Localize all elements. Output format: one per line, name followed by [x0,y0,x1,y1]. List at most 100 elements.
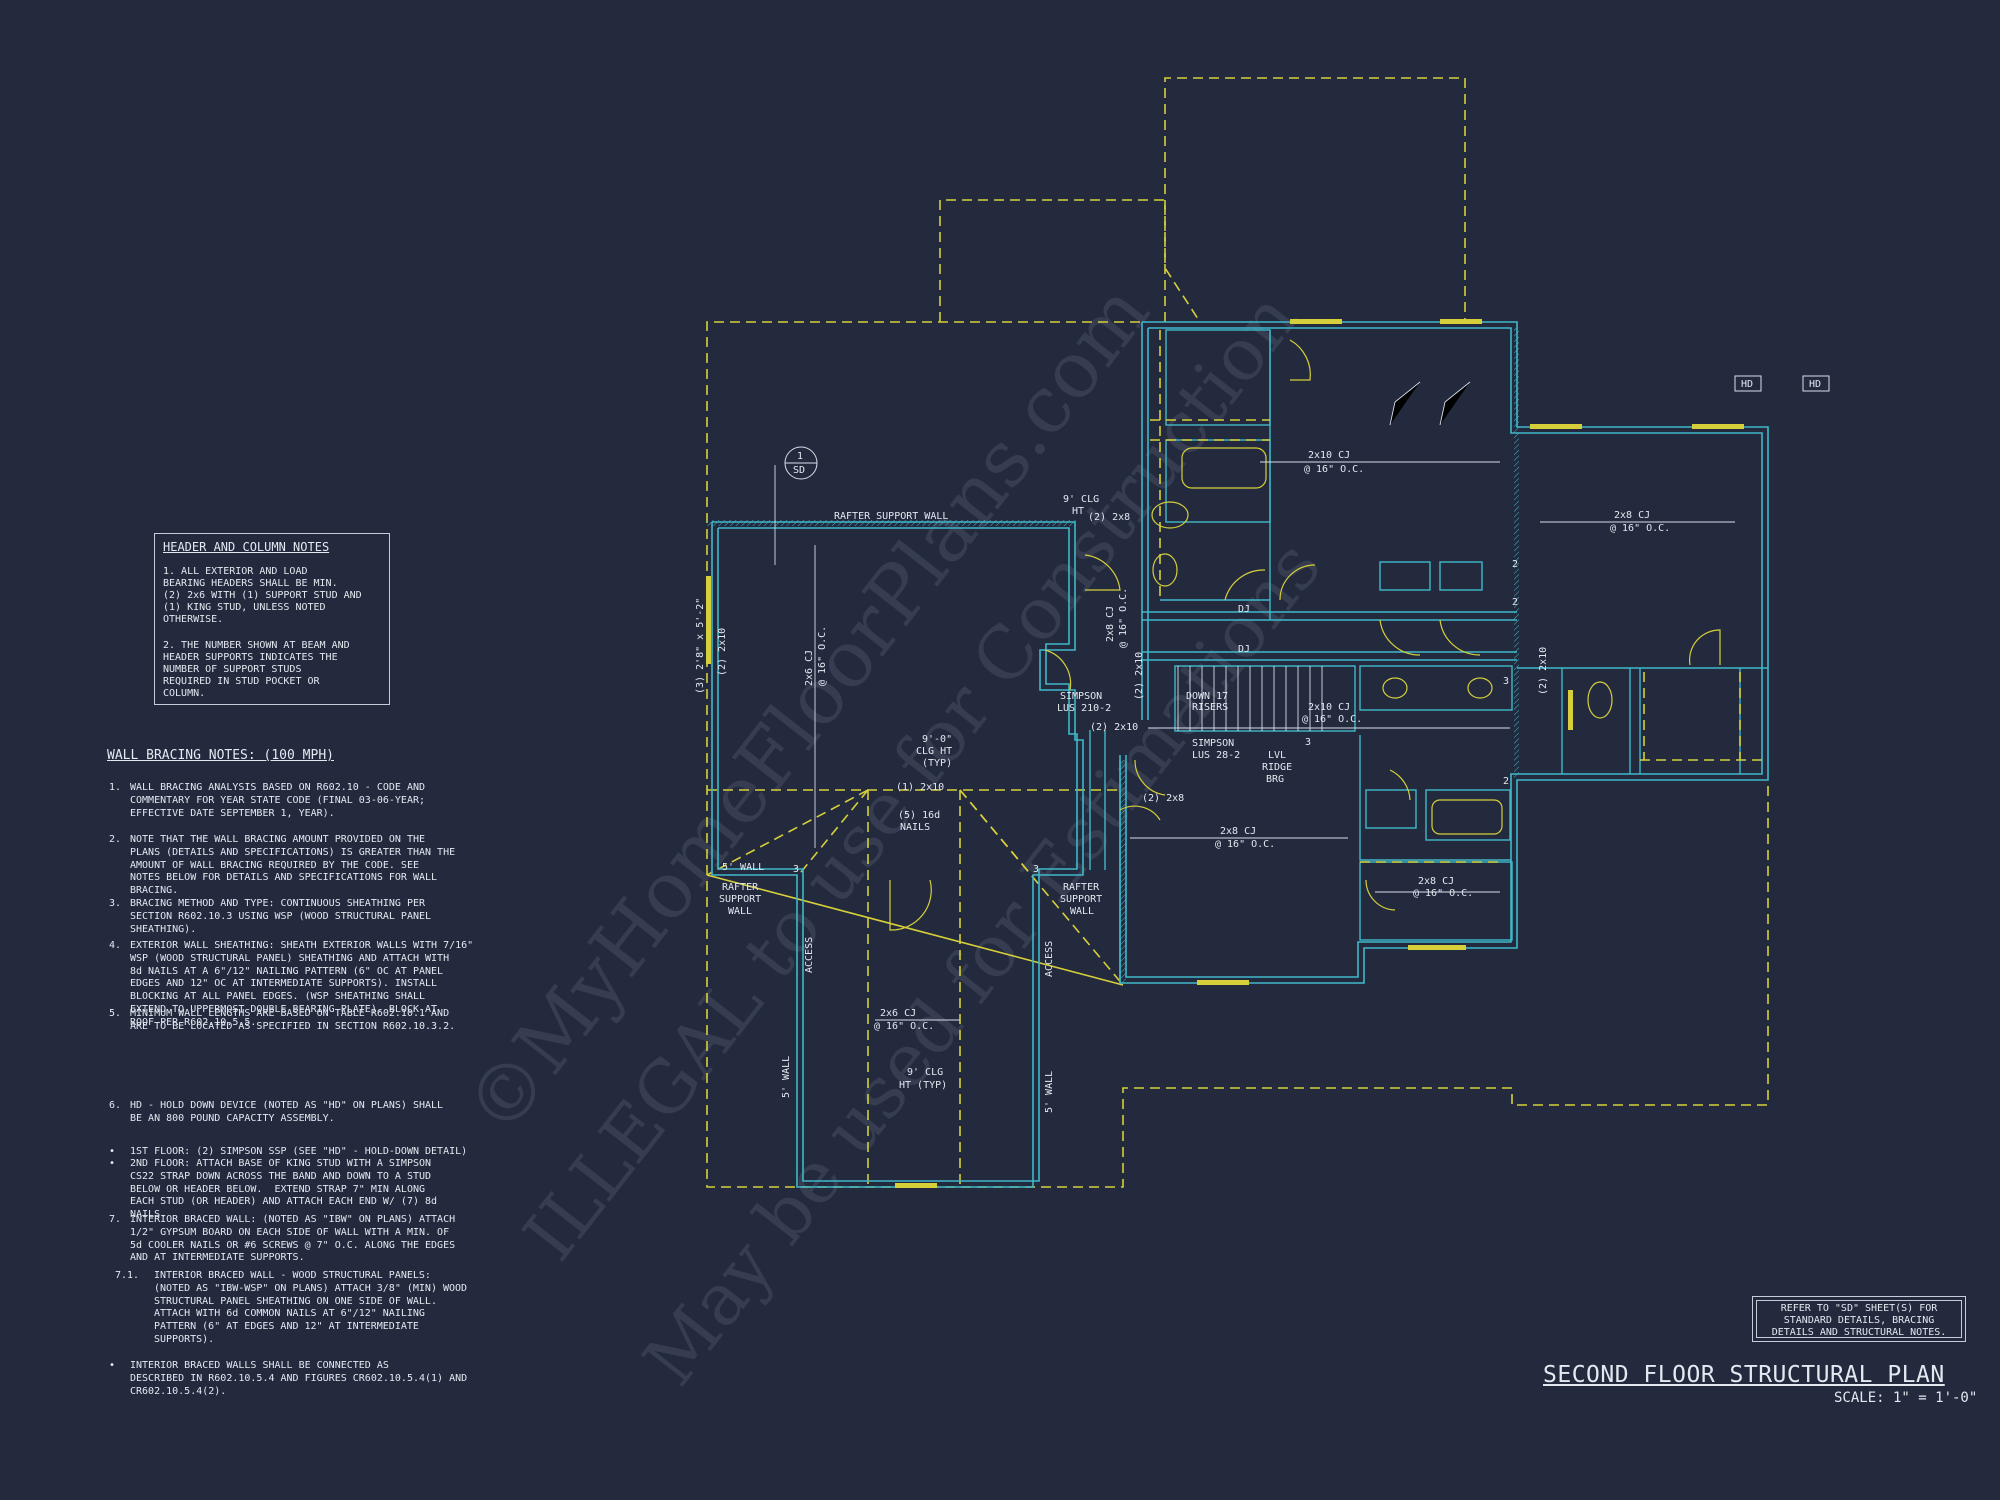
plan-scale: SCALE: 1" = 1'-0" [1834,1390,1978,1406]
nails-count: (5) 16d [898,810,940,821]
header-note-2: 2. THE NUMBER SHOWN AT BEAM AND HEADER S… [163,640,350,699]
ceiling-height-b: 9'-0" [922,734,952,745]
plan-title: SECOND FLOOR STRUCTURAL PLAN [1543,1362,1945,1388]
wall-bracing-item-number: 3. [109,898,122,909]
wall-bracing-notes: WALL BRACING NOTES: (100 MPH) 1. WALL BRA… [107,748,479,1397]
ceiling-joist-2x8-right: 2x8 CJ [1614,510,1650,521]
ceiling-height-label-a: 9' CLG [1063,494,1099,505]
wall-bracing-item-text: MINIMUM WALL LENGTHS ARE BASED ON TABLE … [130,1008,456,1032]
plan-labels: RAFTER SUPPORT WALL 9' CLG HT (2) 2x8 2x… [695,450,1670,1113]
wall-bracing-item-text: INTERIOR BRACED WALL - WOOD STRUCTURAL P… [154,1270,468,1345]
reference-note: REFER TO "SD" SHEET(S) FOR STANDARD DETA… [1756,1300,1962,1338]
wall-bracing-item-text: HD - HOLD DOWN DEVICE (NOTED AS "HD" ON … [130,1100,444,1124]
wall-bracing-item-text: BRACING METHOD AND TYPE: CONTINUOUS SHEA… [130,898,432,935]
stud-count-2a: 2 [1512,559,1518,570]
stud-count-3b: 3 [1033,864,1039,875]
stud-count-3d: 3 [1305,737,1311,748]
five-foot-wall-c: 5' WALL [1044,1071,1055,1113]
ceiling-joist-2x6-spacing: @ 16" O.C. [874,1021,934,1032]
ceiling-joist-2x6-left: 2x6 CJ [804,650,815,686]
wall-bracing-title: WALL BRACING NOTES: (100 MPH) [107,748,334,763]
wall-bracing-item-text: WALL BRACING ANALYSIS BASED ON R602.10 -… [130,782,426,819]
nails-label: NAILS [900,822,930,833]
section-number: 1 [797,451,803,462]
stair [1177,666,1323,731]
stair-down-label: DOWN 17 [1186,691,1228,702]
east-wall-hatch [1514,328,1519,778]
watermark-line-2: ILLEGAL to use for Construction [507,277,1313,1276]
reference-note-box: REFER TO "SD" SHEET(S) FOR STANDARD DETA… [1752,1296,1966,1342]
five-foot-wall-b: 5' WALL [781,1056,792,1098]
ceiling-joist-stair: 2x10 CJ [1308,702,1350,713]
ceiling-ht-c: HT (TYP) [899,1080,947,1091]
stud-count-3c: 3 [1503,676,1509,687]
wall-bracing-item-number: 2. [109,834,122,845]
rafter-support-b-2: SUPPORT [1060,894,1102,905]
wall-bracing-item-text: EXTERIOR WALL SHEATHING: SHEATH EXTERIOR… [130,940,474,1028]
lvl-label: LVL [1268,750,1286,761]
bearing-label: BRG [1266,774,1284,785]
wall-bracing-item-text: 1ST FLOOR: (2) SIMPSON SSP (SEE "HD" - H… [130,1146,468,1157]
stud-count-2c: 2 [1512,597,1518,608]
rafter-support-b-3: WALL [1070,906,1094,917]
header-2x10-label: (2) 2x10 [1090,722,1138,733]
wall-bracing-item-number: 7.1. [115,1270,140,1281]
wall-bracing-item-number: 1. [109,782,122,793]
ceiling-joist-2x10-spacing: @ 16" O.C. [1304,464,1364,475]
rafter-support-wall-label: RAFTER SUPPORT WALL [834,511,948,522]
hd-tag-1: HD [1741,379,1753,390]
header-2x8-b-label: (2) 2x8 [1142,793,1184,804]
stud-count-2b: 2 [1503,776,1509,787]
rafter-support-wall-hatch [706,520,1076,526]
section-marker: 1 SD [784,446,818,480]
ceiling-joist-2x6: 2x6 CJ [880,1008,916,1019]
wall-bracing-item-number: 4. [109,940,122,951]
stud-count-3a: 3 [793,864,799,875]
ceiling-joist-2x8-low: 2x8 CJ [1418,876,1454,887]
ridge-label: RIDGE [1262,762,1292,773]
ceiling-joist-2x8-vertical-spacing: @ 16" O.C. [1118,588,1129,648]
header-column-notes: HEADER AND COLUMN NOTES 1. ALL EXTERIOR … [154,533,390,705]
beam-left-label: (3) 2'8" x 5'-2" [695,598,706,694]
rafter-support-a-2: SUPPORT [719,894,761,905]
ceiling-ht-b: CLG HT [916,746,952,757]
ceiling-joist-2x8-mid-spacing: @ 16" O.C. [1215,839,1275,850]
ceiling-joist-2x8-mid: 2x8 CJ [1220,826,1256,837]
header-note-1: 1. ALL EXTERIOR AND LOAD BEARING HEADERS… [163,566,362,625]
interior-walls [1089,329,1768,983]
rafter-support-b-1: RAFTER [1063,882,1100,893]
drop-joist-1: DJ [1238,604,1250,615]
simpson-label-1: SIMPSON [1060,691,1102,702]
simpson-label-2: SIMPSON [1192,738,1234,749]
attic-access-b: ACCESS [1044,941,1055,977]
watermark: ©MyHomeFloorPlans.com ILLEGAL to use for… [449,268,1337,1400]
lus-210-label: LUS 210-2 [1057,703,1111,714]
ceiling-joist-2x8-low-spacing: @ 16" O.C. [1413,888,1473,899]
ceiling-joist-2x6-left-spacing: @ 16" O.C. [817,626,828,686]
wall-bracing-item-text: INTERIOR BRACED WALLS SHALL BE CONNECTED… [130,1360,468,1397]
five-foot-wall-a: 5' WALL [722,862,764,873]
section-sheet: SD [793,465,805,476]
attic-access-a: ACCESS [804,937,815,973]
wall-bracing-item-text: INTERIOR BRACED WALL: (NOTED AS "IBW" ON… [130,1214,456,1264]
fixtures [889,339,1721,931]
span-arrows [774,381,1735,1021]
wall-bracing-item-number: 5. [109,1008,122,1019]
stair-risers-label: RISERS [1192,702,1228,713]
header-1-2x10: (1) 2x10 [896,782,944,793]
ceiling-typ-b: (TYP) [922,758,952,769]
rafter-support-a-3: WALL [728,906,752,917]
header-2x8-label: (2) 2x8 [1088,512,1130,523]
wall-bracing-item-number: 7. [109,1214,122,1225]
lus-28-label: LUS 28-2 [1192,750,1240,761]
ceiling-joist-2x8-vertical: 2x8 CJ [1105,606,1116,642]
hd-tag-2: HD [1809,379,1821,390]
windows [706,319,1744,1188]
header-notes-title: HEADER AND COLUMN NOTES [163,540,330,554]
ceiling-ht-a: HT [1072,506,1084,517]
ceiling-height-c: 9' CLG [907,1067,943,1078]
wall-bracing-item-text: NOTE THAT THE WALL BRACING AMOUNT PROVID… [130,834,456,897]
ceiling-joist-2x8-right-spacing: @ 16" O.C. [1610,523,1670,534]
wall-bracing-item-text: 2ND FLOOR: ATTACH BASE OF KING STUD WITH… [130,1158,438,1221]
